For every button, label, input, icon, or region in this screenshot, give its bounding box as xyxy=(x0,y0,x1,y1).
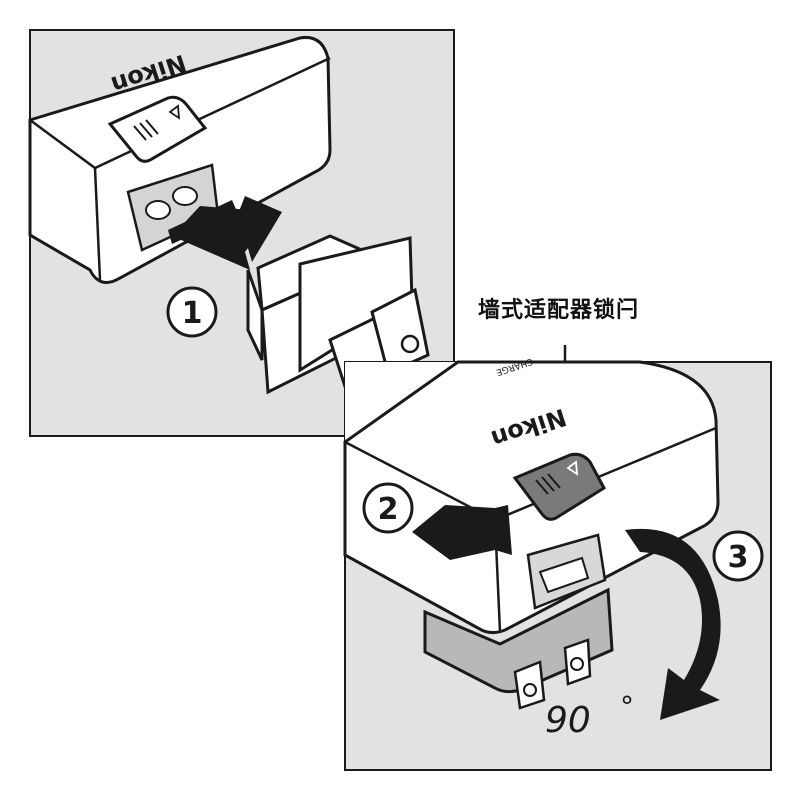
step-3-number: 3 xyxy=(728,540,749,575)
step-3-badge: 3 xyxy=(712,530,764,582)
panel-1: Nikon 1 xyxy=(28,29,455,437)
rotate-arrow-icon xyxy=(625,528,721,720)
rotation-angle: 90 xyxy=(545,700,591,741)
mounted-adapter-icon xyxy=(423,587,614,710)
panel-2: Nikon CHARGE 2 3 90 ° xyxy=(343,355,772,771)
step-2-badge: 2 xyxy=(362,482,414,534)
press-arrow-icon xyxy=(412,505,512,560)
latch-icon xyxy=(107,95,208,163)
step-1-badge: 1 xyxy=(166,286,218,338)
step-2-number: 2 xyxy=(378,492,399,527)
charger-body xyxy=(28,35,332,284)
callout-label: 墙式适配器锁闩 xyxy=(478,298,640,323)
degree-symbol: ° xyxy=(620,690,634,723)
step-1-number: 1 xyxy=(182,296,203,331)
latch-gray-icon xyxy=(512,452,606,521)
